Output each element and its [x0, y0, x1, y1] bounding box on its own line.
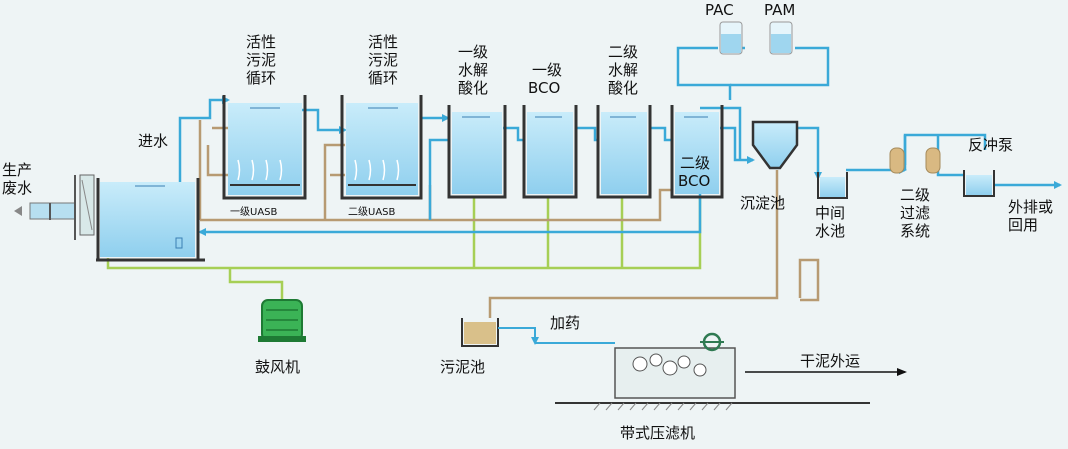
hydrolysis-2-line-2: 水解 — [608, 61, 638, 79]
uasb-tank-1 — [222, 95, 307, 200]
dry-sludge-label: 干泥外运 — [800, 352, 860, 370]
sludge-recycle-2-line-3: 循环 — [368, 69, 398, 87]
hydrolysis-tank-2 — [596, 105, 652, 199]
raw-water-inlet — [14, 174, 95, 240]
equalization-tank — [96, 178, 205, 262]
bco-tank-1 — [522, 105, 578, 199]
filter-system-line-1: 二级 — [900, 186, 930, 204]
belt-press — [535, 332, 907, 411]
intermediate-pool-line-1: 中间 — [815, 204, 845, 222]
blower-label: 鼓风机 — [255, 358, 300, 376]
settling-tank-label: 沉淀池 — [740, 194, 785, 212]
hydrolysis-1-line-1: 一级 — [458, 43, 488, 61]
hydrolysis-tank-1 — [447, 105, 507, 199]
intermediate-pool — [817, 172, 848, 199]
filter-vessels — [889, 147, 941, 174]
water-lines — [178, 33, 1062, 245]
uasb-1-label: 一级UASB — [230, 206, 278, 218]
filter-system-line-3: 系统 — [900, 222, 930, 240]
dosing-label: 加药 — [550, 314, 580, 332]
sludge-tank-label: 污泥池 — [440, 358, 485, 376]
intermediate-pool-line-2: 水池 — [815, 222, 845, 240]
pam-tank — [769, 21, 793, 55]
backwash-pump-label: 反冲泵 — [968, 136, 1013, 154]
pac-tank — [719, 21, 743, 55]
raw-water-label-2: 废水 — [2, 179, 32, 197]
labels: 生产 废水 进水 活性 污泥 循环 活性 污泥 循环 一级 水解 酸化 一级 B… — [2, 1, 1053, 442]
pac-label: PAC — [705, 1, 734, 19]
sludge-recycle-2-line-1: 活性 — [368, 33, 398, 51]
bco-2-line-1: 二级 — [680, 154, 710, 172]
backwash-tank — [963, 170, 995, 197]
discharge-line-2: 回用 — [1008, 216, 1038, 234]
uasb-tank-2 — [340, 95, 423, 200]
blower — [258, 299, 306, 342]
sludge-recycle-1-line-3: 循环 — [246, 69, 276, 87]
pam-label: PAM — [764, 1, 795, 19]
uasb-2-label: 二级UASB — [348, 206, 396, 218]
belt-press-label: 带式压滤机 — [620, 424, 695, 442]
hydrolysis-1-line-2: 水解 — [458, 61, 488, 79]
raw-water-label-1: 生产 — [2, 161, 32, 179]
hydrolysis-2-line-1: 二级 — [608, 43, 638, 61]
bco-1-line-2: BCO — [528, 79, 560, 97]
sludge-recycle-1-line-1: 活性 — [246, 33, 276, 51]
hydrolysis-1-line-3: 酸化 — [458, 79, 488, 97]
bco-tank-2 — [670, 105, 724, 199]
sludge-tank — [461, 318, 539, 347]
hydrolysis-2-line-3: 酸化 — [608, 79, 638, 97]
filter-system-line-2: 过滤 — [900, 204, 930, 222]
bco-2-line-2: BCO — [678, 172, 710, 190]
inflow-label: 进水 — [138, 132, 168, 150]
bco-1-line-1: 一级 — [532, 61, 562, 79]
sludge-recycle-2-line-2: 污泥 — [368, 51, 398, 69]
settling-tank — [751, 120, 799, 170]
sludge-recycle-1-line-2: 污泥 — [246, 51, 276, 69]
discharge-line-1: 外排或 — [1008, 198, 1053, 216]
